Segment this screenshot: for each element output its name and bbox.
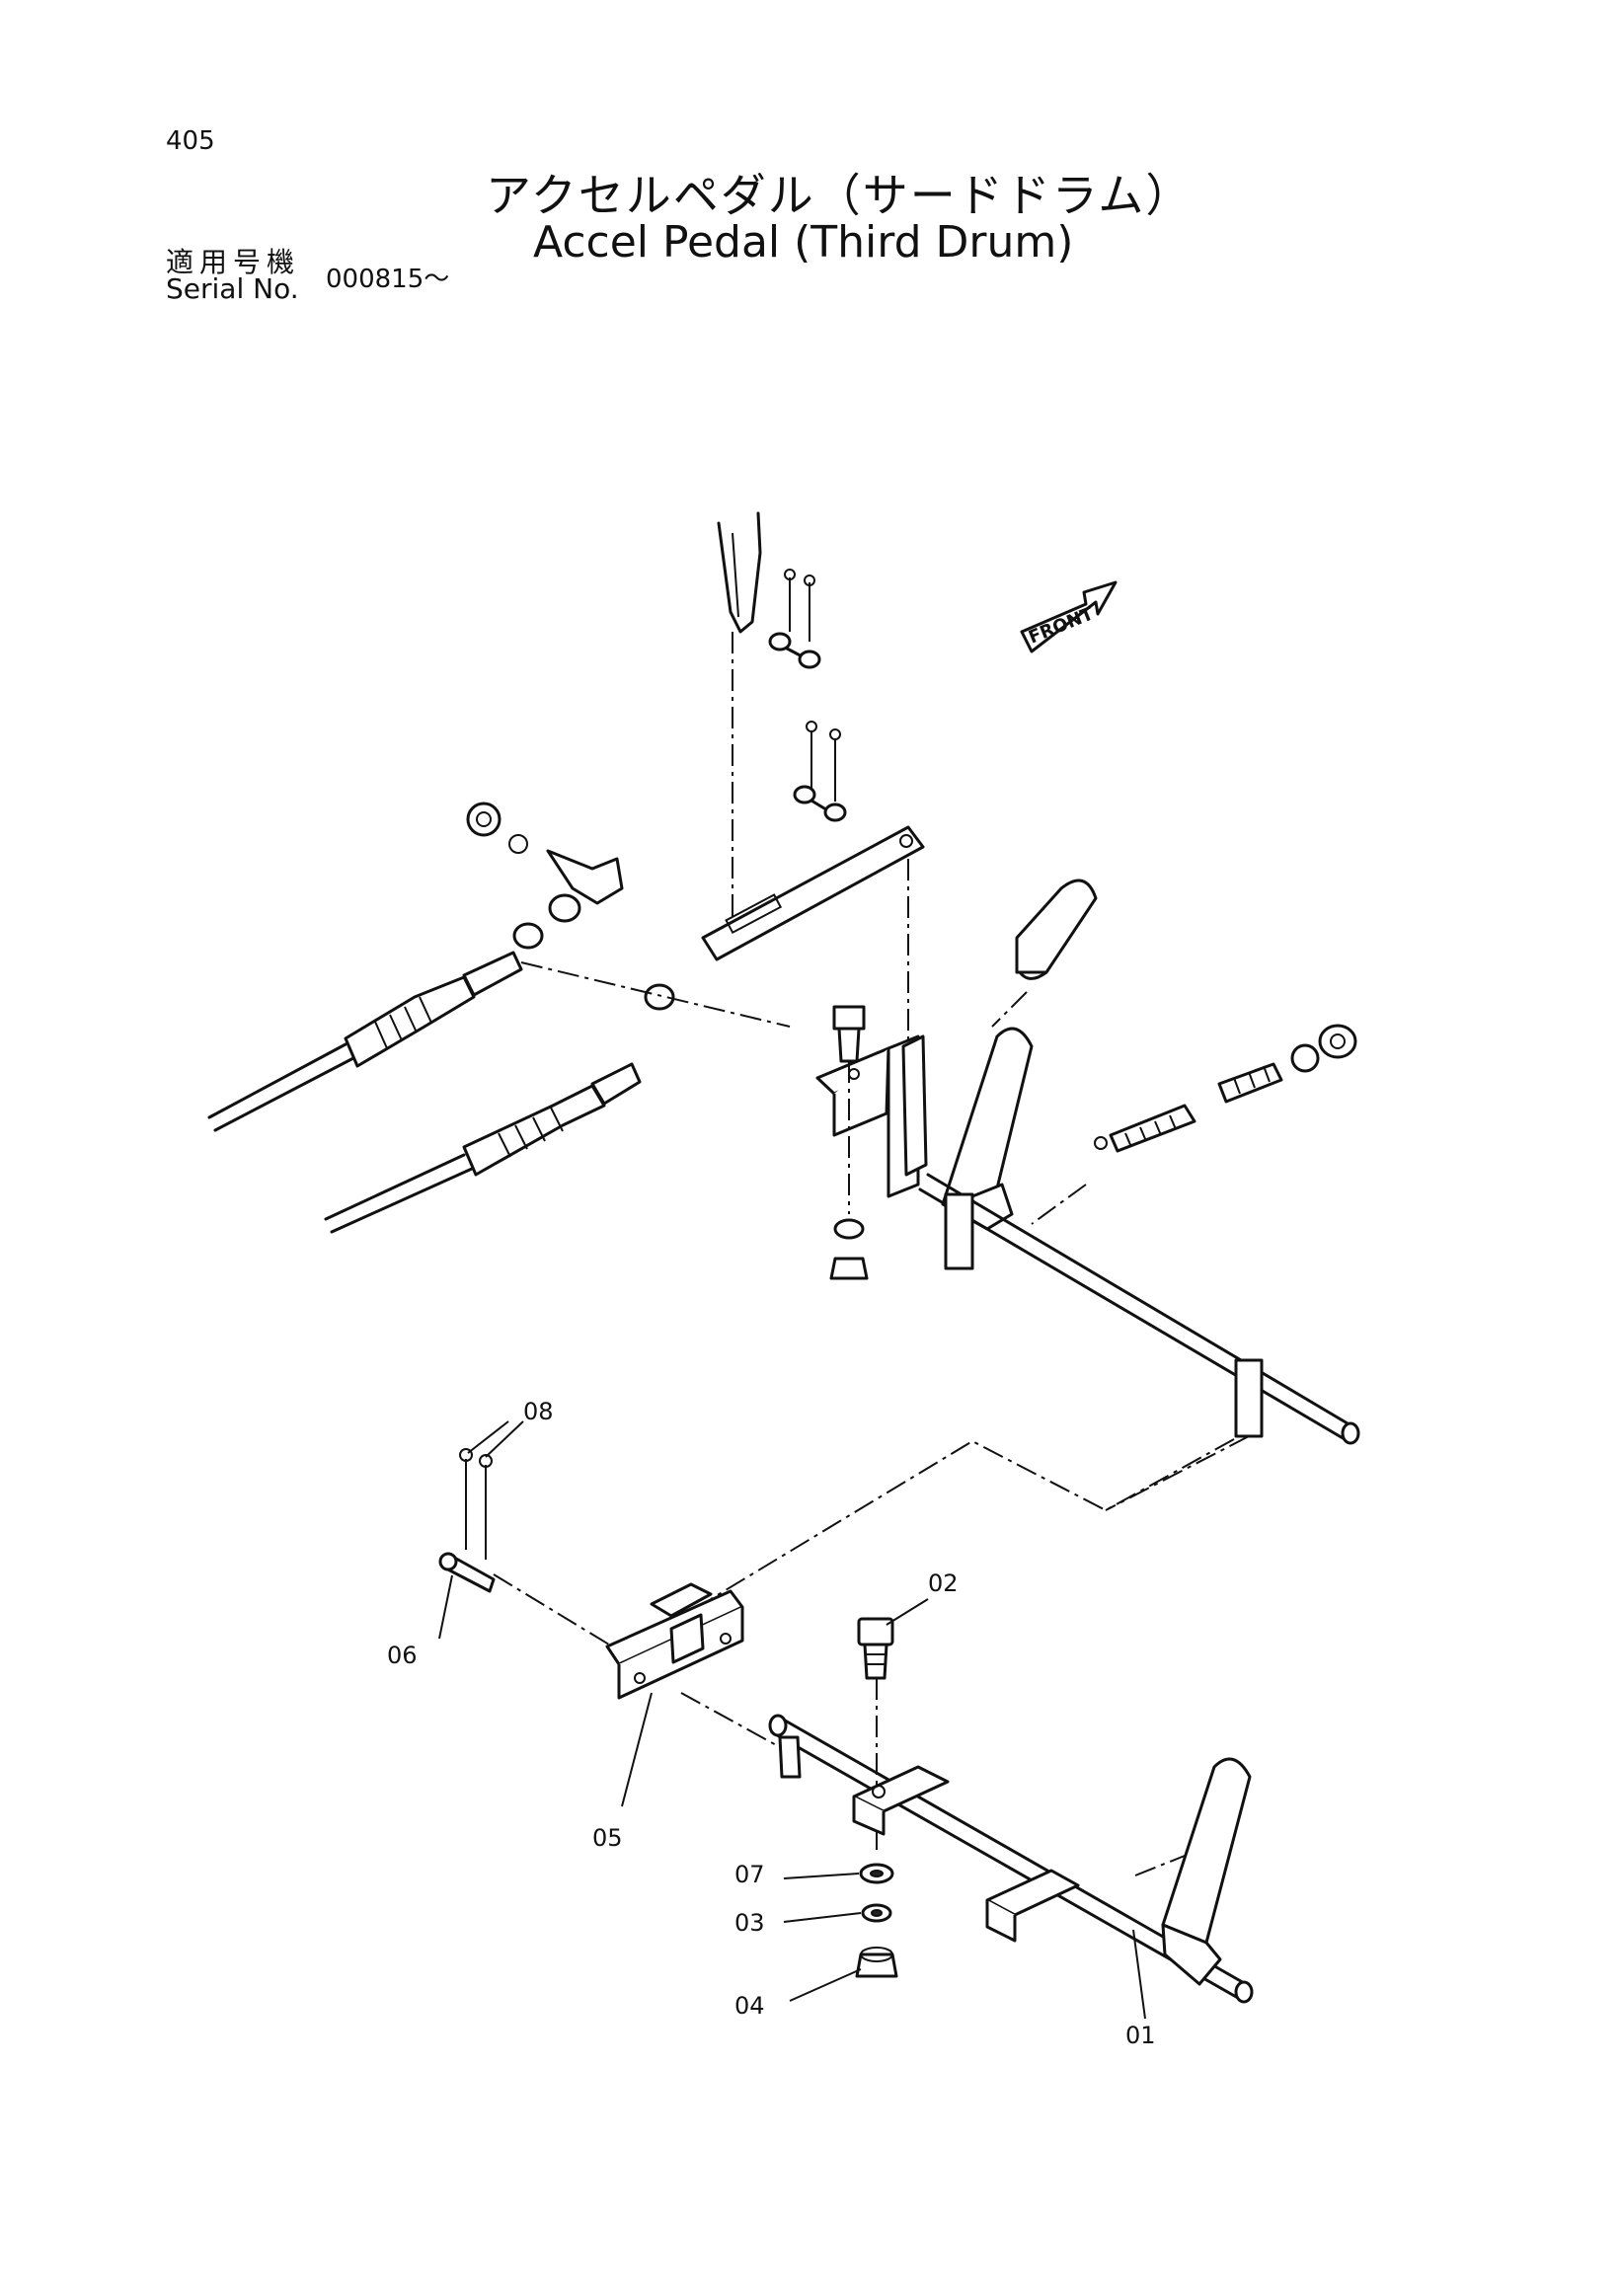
upper-pedal bbox=[941, 879, 1098, 1231]
page-number: 405 bbox=[166, 126, 215, 156]
part-08-split-pins bbox=[459, 1420, 524, 1560]
callout-03: 03 bbox=[734, 1909, 765, 1937]
part-04-nut bbox=[855, 1947, 898, 1978]
upper-pin-assembly bbox=[768, 569, 847, 822]
callout-02: 02 bbox=[928, 1569, 959, 1597]
part-05-bracket bbox=[605, 1582, 744, 1700]
callout-05: 05 bbox=[592, 1824, 623, 1852]
part-02-bolt bbox=[857, 1617, 894, 1856]
upper-lever-arm bbox=[717, 511, 762, 948]
serial-label-japanese: 適用号機 bbox=[166, 246, 301, 278]
page-title-japanese: アクセルペダル（サードドラム） bbox=[486, 169, 1194, 222]
cable-end-fittings bbox=[466, 802, 675, 1011]
throttle-cable-lower bbox=[324, 1062, 642, 1234]
callout-04: 04 bbox=[734, 1992, 765, 2020]
page-title-english: Accel Pedal (Third Drum) bbox=[533, 217, 1074, 268]
throttle-cable-upper bbox=[207, 951, 791, 1132]
link-plate bbox=[701, 825, 925, 1066]
callout-leaders bbox=[438, 1574, 1146, 2020]
front-arrow-label: FRONT bbox=[1026, 603, 1097, 649]
part-06-pin bbox=[438, 1552, 496, 1593]
serial-number-range: 000815～ bbox=[326, 265, 450, 294]
return-spring bbox=[1031, 1024, 1357, 1225]
callout-08: 08 bbox=[523, 1398, 554, 1425]
callout-06: 06 bbox=[387, 1642, 418, 1669]
callout-07: 07 bbox=[734, 1861, 765, 1888]
part-03-spring-washer bbox=[861, 1903, 892, 1923]
upper-pedal-bracket bbox=[815, 1005, 928, 1280]
part-07-washer bbox=[859, 1863, 894, 1884]
front-arrow-icon: FRONT bbox=[1020, 580, 1118, 653]
upper-pedal-shaft bbox=[918, 1173, 1360, 1511]
callout-01: 01 bbox=[1125, 2022, 1156, 2049]
serial-label-english: Serial No. bbox=[166, 272, 299, 305]
connection-leaders bbox=[493, 1438, 1235, 1748]
part-01-pedal-shaft bbox=[768, 1714, 1254, 2004]
